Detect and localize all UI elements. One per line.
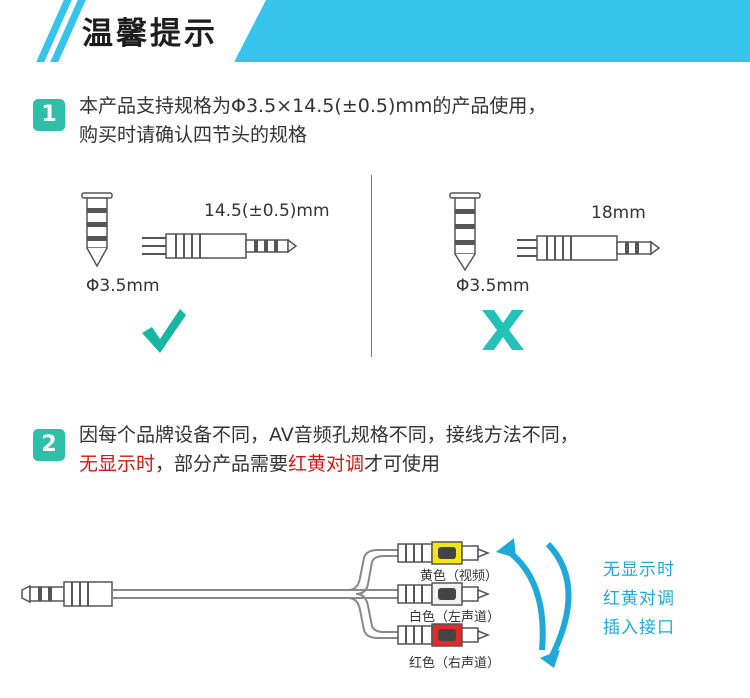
plug-label-red: 红色（右声道） <box>409 656 501 671</box>
swap-note-line2: 红黄对调 <box>603 589 675 609</box>
page-title: 温馨提示 <box>82 16 218 52</box>
length-label: 14.5(±0.5)mm <box>204 201 330 221</box>
cross-icon <box>482 310 524 350</box>
step2-line2-text: 才可使用 <box>364 453 441 475</box>
step2-highlight: 无显示时 <box>79 453 156 475</box>
plug-side-icon <box>142 233 298 259</box>
step1-text: 本产品支持规格为Φ3.5×14.5(±0.5)mm的产品使用， 购买时请确认四节… <box>79 92 546 150</box>
length-label: 18mm <box>591 203 646 223</box>
step-number-badge: 2 <box>33 429 65 461</box>
step-number-badge: 1 <box>33 99 65 131</box>
step2-line1: 因每个品牌设备不同，AV音频孔规格不同，接线方法不同， <box>79 424 579 446</box>
plug-label-white: 白色（左声道） <box>409 610 501 625</box>
step2-line2-text: ，部分产品需要 <box>155 453 289 475</box>
plug-front-icon <box>449 192 481 272</box>
swap-note-line1: 无显示时 <box>603 560 675 580</box>
swap-arrows-icon <box>496 538 572 668</box>
plug-side-icon <box>517 235 661 261</box>
check-icon <box>142 309 186 353</box>
step2-line2: 无显示时，部分产品需要红黄对调才可使用 <box>79 450 579 479</box>
plug-front-icon <box>81 192 113 268</box>
plug-label-yellow: 黄色（视频） <box>420 569 499 584</box>
step2-highlight: 红黄对调 <box>288 453 365 475</box>
av-cable-diagram <box>21 541 491 647</box>
step1-line1: 本产品支持规格为Φ3.5×14.5(±0.5)mm的产品使用， <box>79 95 547 117</box>
step1-line2: 购买时请确认四节头的规格 <box>79 124 308 146</box>
step2-text: 因每个品牌设备不同，AV音频孔规格不同，接线方法不同， 无显示时，部分产品需要红… <box>79 421 579 479</box>
swap-note-line3: 插入接口 <box>603 618 675 638</box>
divider <box>371 175 372 357</box>
diameter-label: Φ3.5mm <box>86 276 160 296</box>
swap-note: 无显示时 红黄对调 插入接口 <box>603 556 675 643</box>
diameter-label: Φ3.5mm <box>456 276 530 296</box>
